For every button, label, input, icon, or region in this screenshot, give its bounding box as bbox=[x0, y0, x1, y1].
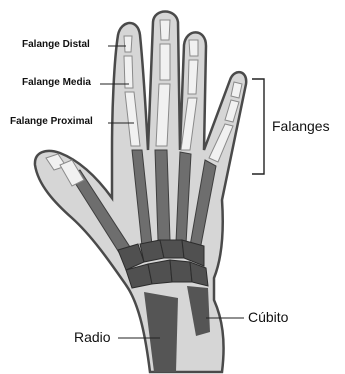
label-falange-media: Falange Media bbox=[22, 78, 91, 88]
label-radio: Radio bbox=[74, 330, 111, 344]
falanges-bracket bbox=[252, 79, 264, 174]
label-falange-distal: Falange Distal bbox=[22, 40, 90, 50]
label-falanges: Falanges bbox=[272, 119, 330, 133]
label-cubito: Cúbito bbox=[248, 310, 288, 324]
carpal-bones bbox=[118, 240, 208, 288]
label-falange-proximal: Falange Proximal bbox=[10, 117, 93, 127]
